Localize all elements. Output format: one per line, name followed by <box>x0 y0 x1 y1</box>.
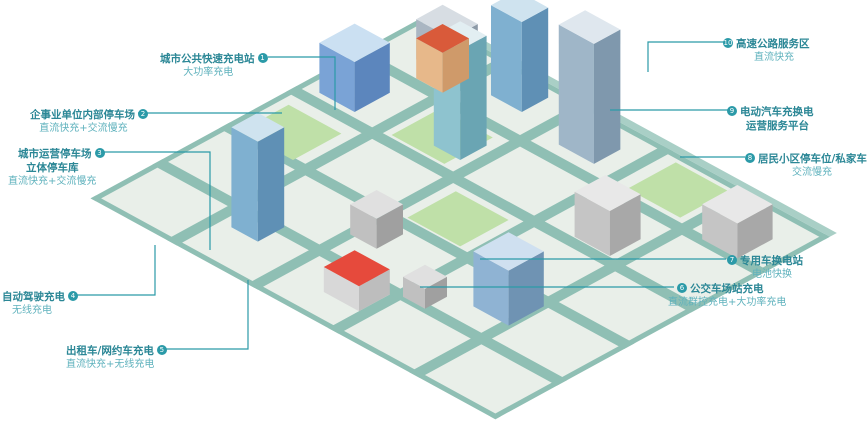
road <box>90 195 501 420</box>
callout-title: 专用车换电站 <box>740 255 803 267</box>
battery-swap-station <box>473 232 544 271</box>
skyscraper <box>231 127 258 242</box>
warehouse <box>403 264 447 289</box>
callout-title: 出租车/网约车充电 <box>66 345 154 357</box>
callout-number-badge: 3 <box>94 147 105 158</box>
road <box>247 101 593 290</box>
callout-subtitle: 直流快充+无线充电 <box>66 359 155 370</box>
callout-number-badge: 1 <box>257 52 268 63</box>
leader-5 <box>161 280 249 350</box>
bus-depot <box>359 269 390 312</box>
service-area-building <box>702 185 773 224</box>
leader-10 <box>647 41 724 72</box>
enterprise-building <box>442 38 469 93</box>
callout-subtitle: 交流慢充 <box>792 167 832 178</box>
callout-title: 高速公路服务区 <box>736 38 810 50</box>
parking-garage <box>319 23 390 63</box>
callout-number-badge: 4 <box>68 290 78 301</box>
callout-number-badge: 5 <box>156 344 167 355</box>
skyscraper <box>491 5 522 113</box>
callout-subtitle: 大功率充电 <box>183 67 234 78</box>
callout-subtitle: 无线充电 <box>12 305 52 316</box>
leader-4 <box>72 245 156 296</box>
residential-building <box>574 175 641 211</box>
callout-number-badge: 9 <box>727 105 737 116</box>
skyscraper <box>558 24 594 164</box>
park <box>407 191 509 247</box>
callout-title: 电动汽车充换电 <box>740 106 814 118</box>
warehouse <box>403 276 425 309</box>
warehouse <box>425 276 447 309</box>
callout-number-badge: 7 <box>727 254 737 265</box>
battery-swap-station <box>473 251 509 326</box>
service-area-building <box>702 204 738 259</box>
road <box>285 86 702 313</box>
bus-depot <box>323 250 390 287</box>
residential-building <box>574 191 610 256</box>
callout-number-badge: 6 <box>677 282 687 293</box>
skyscraper <box>558 10 621 44</box>
callout-title: 城市运营停车场 <box>18 148 92 160</box>
skyscraper <box>491 0 549 22</box>
skyscraper <box>257 127 285 242</box>
callout-subtitle: 电池快换 <box>752 269 792 280</box>
callout-title: 企事业单位内部停车场 <box>30 109 135 121</box>
callout-title: 城市公共快速充电站 <box>160 53 255 65</box>
callout-title-line2: 立体停车库 <box>26 162 79 174</box>
apartment <box>376 204 403 249</box>
road <box>490 233 830 420</box>
callout-title-line2: 运营服务平台 <box>746 120 809 132</box>
enterprise-building <box>416 24 469 53</box>
parking-garage <box>319 42 355 112</box>
callout-subtitle: 直流快充+交流慢充 <box>8 176 97 187</box>
leader-3 <box>97 151 211 250</box>
battery-swap-station <box>508 251 544 326</box>
callout-subtitle: 直流快充 <box>754 52 794 63</box>
parking-garage <box>354 42 390 112</box>
skyscraper <box>231 112 285 142</box>
residential-building <box>609 194 641 256</box>
callout-title: 居民小区停车位/私家车库 <box>758 153 867 165</box>
callout-title: 自动驾驶充电 <box>2 291 65 303</box>
bus-depot <box>323 267 359 312</box>
road <box>409 189 755 378</box>
skyscraper <box>593 29 621 164</box>
callout-subtitle: 直流群控充电+大功率充电 <box>668 297 787 308</box>
apartment <box>350 190 403 219</box>
callout-number-badge: 8 <box>745 152 755 163</box>
callout-title: 公交车场站充电 <box>690 283 764 295</box>
leader-1 <box>268 56 336 110</box>
service-area-building <box>737 204 773 259</box>
callout-number-badge: 10 <box>723 37 733 48</box>
enterprise-building <box>416 38 443 93</box>
callout-subtitle: 直流快充+交流慢充 <box>39 123 128 134</box>
callout-number-badge: 2 <box>138 108 148 119</box>
apartment <box>350 204 377 249</box>
skyscraper <box>521 7 549 113</box>
